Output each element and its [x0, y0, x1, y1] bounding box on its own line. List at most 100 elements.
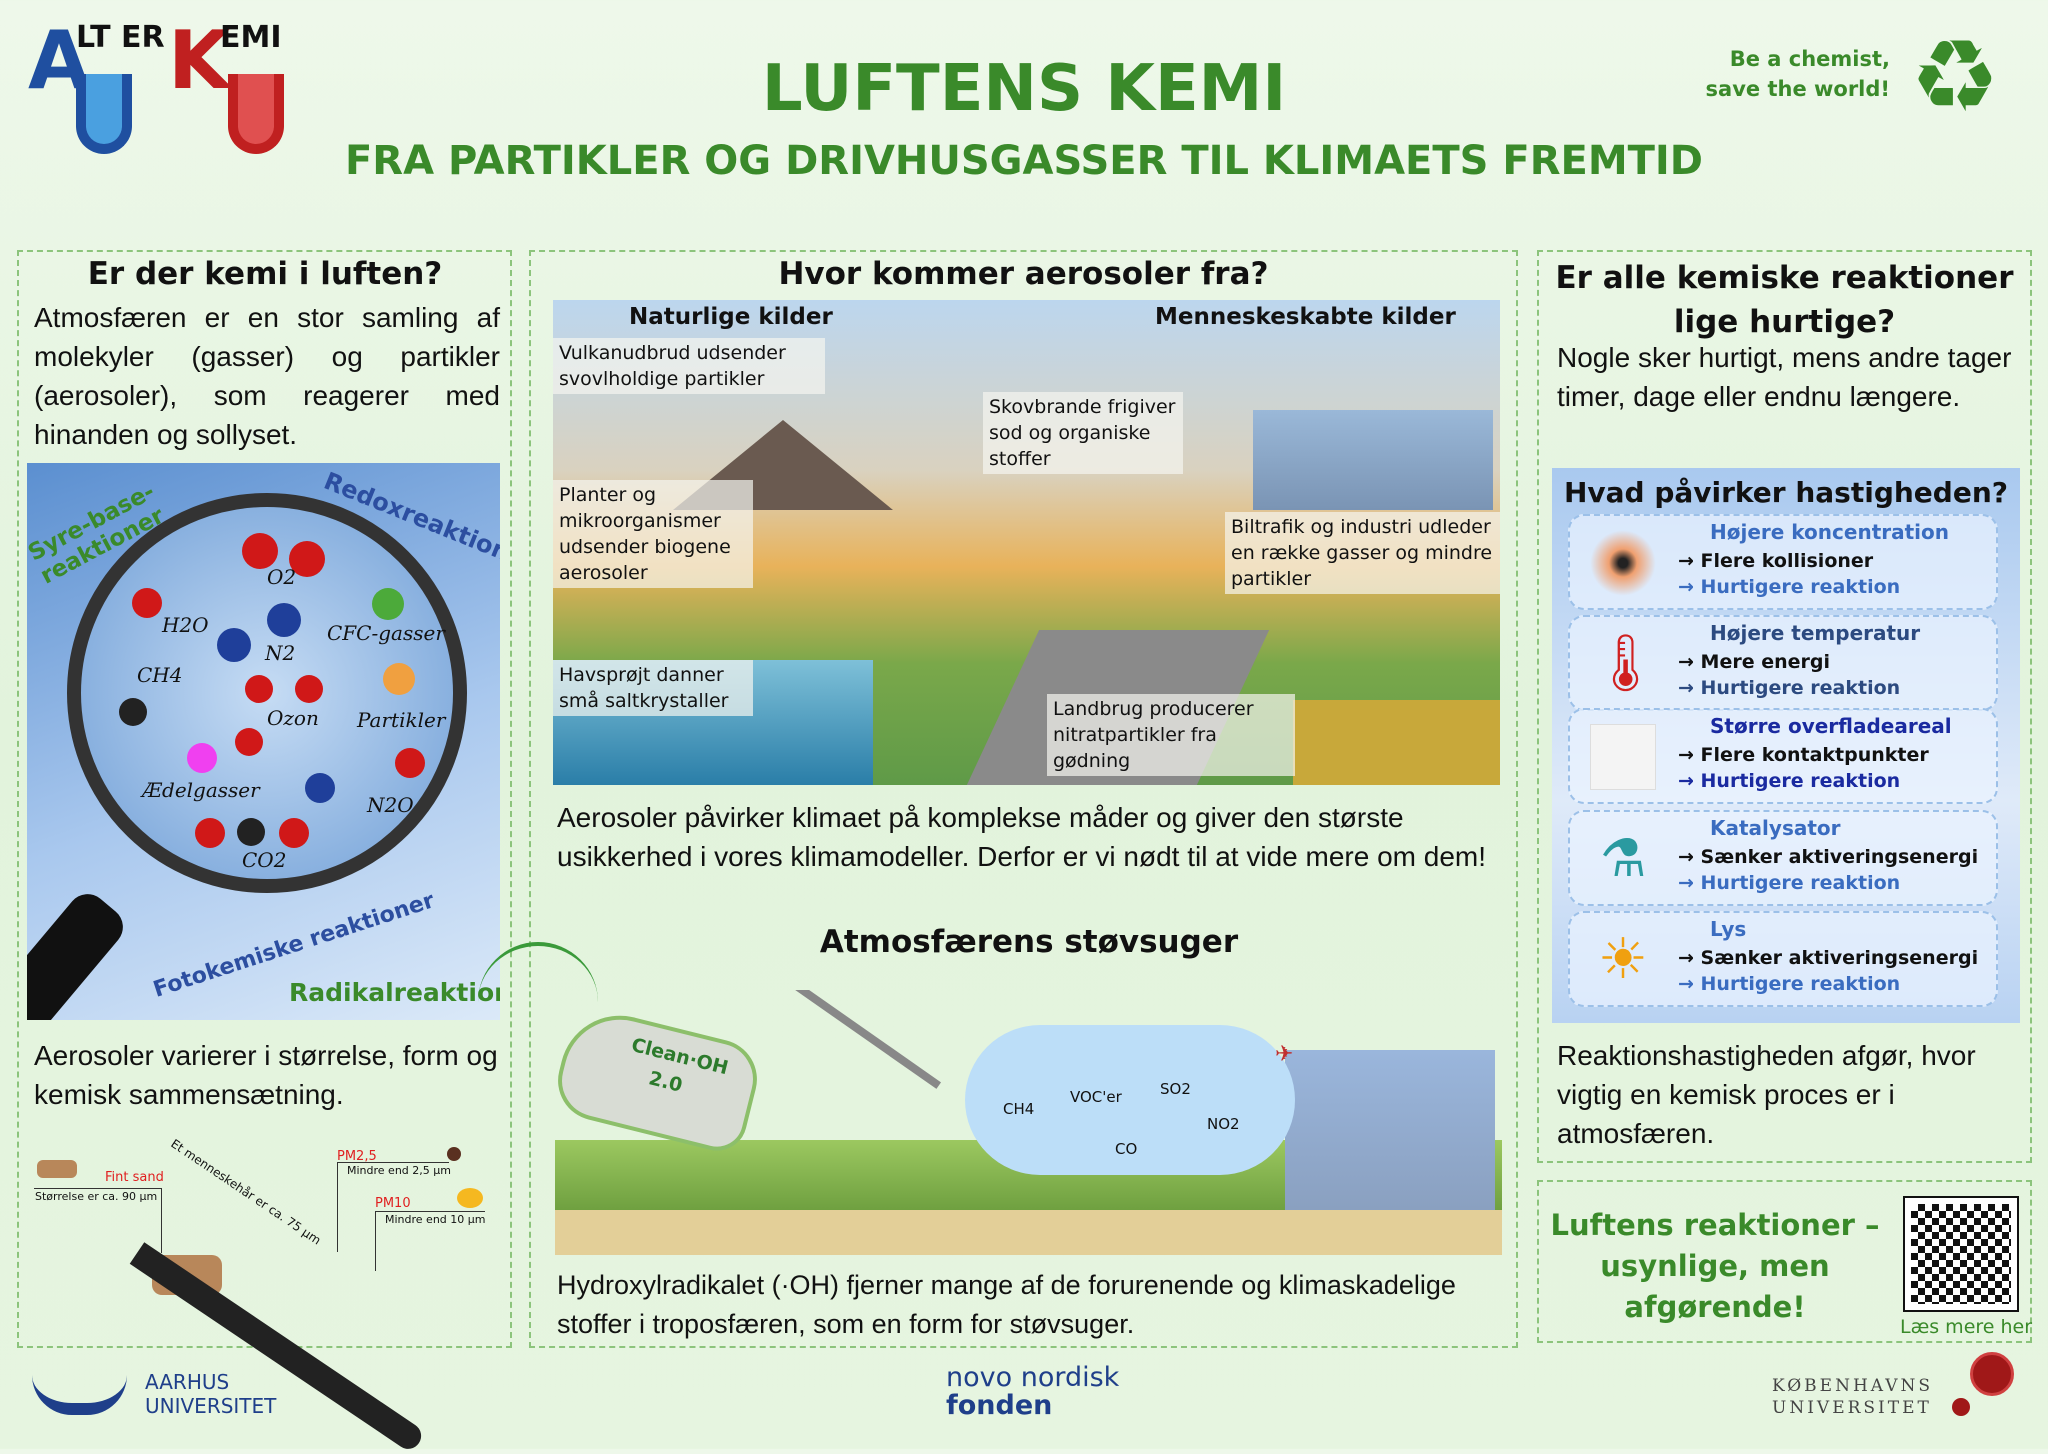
logo-k: K [168, 14, 230, 107]
factor-title: Katalysator [1710, 816, 1841, 840]
pollution-cloud [965, 1025, 1295, 1175]
mol-n2o: N2O [367, 793, 414, 817]
mol-ch4: CH4 [137, 663, 183, 687]
pm10-size: Mindre end 10 µm [385, 1213, 486, 1226]
aerosol-sources-illustration: Naturlige kilder Menneskeskabte kilder V… [553, 300, 1500, 785]
cfc-ball [372, 588, 404, 620]
kbh-line2: UNIVERSITET [1772, 1398, 1932, 1418]
sugar-cubes-icon [1590, 724, 1656, 790]
factor-effect: → Sænker aktiveringsenergi [1678, 846, 1979, 868]
carbon-atom [237, 818, 265, 846]
pm25-leader-line [337, 1162, 449, 1252]
flask-icon: ⚗ [1599, 829, 1647, 889]
oxygen-atom [279, 818, 309, 848]
oh-text: Hydroxylradikalet (·OH) fjerner mange af… [557, 1270, 1456, 1339]
noble-gas-ball [187, 743, 217, 773]
rate-factors-box: Hvad påvirker hastigheden? Højere koncen… [1552, 468, 2020, 1023]
climate-text: Aerosoler påvirker klimaet på komplekse … [557, 802, 1486, 872]
vacuum-scene: Clean·OH 2.0 CH4 VOC'er SO2 NO2 CO ✈ [555, 990, 1502, 1255]
human-hair [129, 1242, 427, 1454]
pm25-label: PM2,5 [337, 1149, 377, 1164]
sand-leader-line [34, 1188, 162, 1253]
sand-label: Fint sand [105, 1170, 164, 1185]
ground [555, 1210, 1502, 1255]
factor-result: → Hurtigere reaktion [1678, 770, 1901, 792]
factor-title: Lys [1710, 917, 1747, 941]
aarhus-line2: UNIVERSITET [145, 1394, 277, 1418]
farm-field [1293, 700, 1500, 785]
sand-rock-icon [37, 1160, 77, 1178]
gas-ch4: CH4 [1003, 1100, 1035, 1118]
oxygen-atom [395, 748, 425, 778]
sea-spray-label: Havsprøjt danner små saltkrystaller [553, 660, 753, 716]
oxygen-atom [242, 533, 278, 569]
rate-factors-title: Hvad påvirker hastigheden? [1563, 476, 2009, 509]
factor-title: Højere temperatur [1710, 621, 1921, 645]
gas-so2: SO2 [1160, 1080, 1191, 1098]
logo-lt-er: LT ER [76, 20, 165, 55]
page-subtitle: FRA PARTIKLER OG DRIVHUSGASSER TIL KLIMA… [344, 138, 1704, 184]
particle-size-diagram: Fint sand Størrelse er ca. 90 µm Et menn… [27, 1120, 502, 1454]
middle-panel [529, 250, 1518, 1348]
volcano-label: Vulkanudbrud udsender svovlholdige parti… [553, 338, 825, 394]
right-intro: Nogle sker hurtigt, mens andre tager tim… [1557, 342, 2012, 412]
page-title: LUFTENS KEMI [761, 52, 1287, 126]
recycle-globe-icon: ♻ [1910, 18, 2000, 135]
aarhus-logo-icon [32, 1370, 127, 1415]
mol-h2o: H2O [162, 613, 209, 637]
novo-line1: novo nordisk [946, 1362, 1120, 1393]
mol-cfc: CFC-gasser [327, 621, 445, 645]
gas-voc: VOC'er [1070, 1088, 1122, 1106]
sun-icon: ☀ [1597, 927, 1649, 992]
factor-title: Større overfladeareal [1710, 714, 1952, 738]
qr-label[interactable]: Læs mere her [1900, 1316, 2033, 1338]
oxygen-atom [235, 728, 263, 756]
factor-result: → Hurtigere reaktion [1678, 576, 1901, 598]
curved-arrow-icon [478, 942, 598, 1002]
label-radikal: Radikalreaktioner [289, 978, 500, 1007]
sand-size: Størrelse er ca. 90 µm [35, 1190, 158, 1203]
alt-er-kemi-logo: A LT ER K EMI [28, 14, 298, 154]
carbon-atom [119, 698, 147, 726]
blue-test-tube-icon [76, 74, 132, 154]
traffic-industry-label: Biltrafik og industri udleder en række g… [1225, 512, 1500, 594]
factor-title: Højere koncentration [1710, 520, 1950, 544]
vacuum-version: 2.0 [646, 1067, 685, 1097]
airplane-icon: ✈ [1275, 1042, 1294, 1067]
size-text: Aerosoler varierer i størrelse, form og … [34, 1040, 498, 1110]
mol-ozon: Ozon [267, 706, 319, 730]
oxygen-atom [289, 541, 325, 577]
wildfire-label: Skovbrande frigiver sod og organiske sto… [983, 392, 1183, 474]
mol-o2: O2 [267, 565, 297, 589]
nitrogen-atom [305, 773, 335, 803]
factor-effect: → Flere kontaktpunkter [1678, 744, 1929, 766]
vacuum-brand: Clean·OH [629, 1034, 731, 1080]
middle-heading: Hvor kommer aerosoler fra? [778, 256, 1269, 292]
natural-sources-label: Naturlige kilder [629, 304, 833, 330]
manmade-sources-label: Menneskeskabte kilder [1155, 304, 1456, 330]
magnifier-illustration: Syre-base-reaktioner Redoxreaktioner Fot… [27, 463, 500, 1020]
thermometer-icon: 🌡 [1590, 631, 1662, 696]
logo-emi: EMI [220, 20, 282, 55]
magnifier-handle [27, 885, 132, 1020]
pm10-particle-icon [457, 1188, 483, 1208]
kbh-dot-icon [1952, 1398, 1970, 1416]
left-heading: Er der kemi i luften? [87, 256, 443, 292]
plants-label: Planter og mikroorganismer udsender biog… [553, 480, 753, 588]
factor-card: Større overfladeareal → Flere kontaktpunk… [1568, 708, 1998, 804]
mol-partikler: Partikler [357, 708, 446, 732]
mol-co2: CO2 [242, 848, 287, 872]
vacuum-heading: Atmosfærens støvsuger [819, 924, 1239, 960]
right-conclusion: Reaktionshastigheden afgør, hvor vigtig … [1557, 1040, 1976, 1149]
slogan: Be a chemist, save the world! [1705, 47, 1890, 101]
city-skyline [1253, 410, 1493, 510]
kbh-line1: KØBENHAVNS [1772, 1376, 1934, 1396]
qr-code[interactable] [1903, 1196, 2019, 1312]
collision-icon [1590, 530, 1656, 596]
factor-effect: → Flere kollisioner [1678, 550, 1874, 572]
red-test-tube-icon [228, 74, 284, 154]
particle-ball [383, 663, 415, 695]
gas-no2: NO2 [1207, 1115, 1240, 1133]
factor-effect: → Sænker aktiveringsenergi [1678, 947, 1979, 969]
vacuum-cleaner-icon: Clean·OH 2.0 [555, 1003, 766, 1157]
